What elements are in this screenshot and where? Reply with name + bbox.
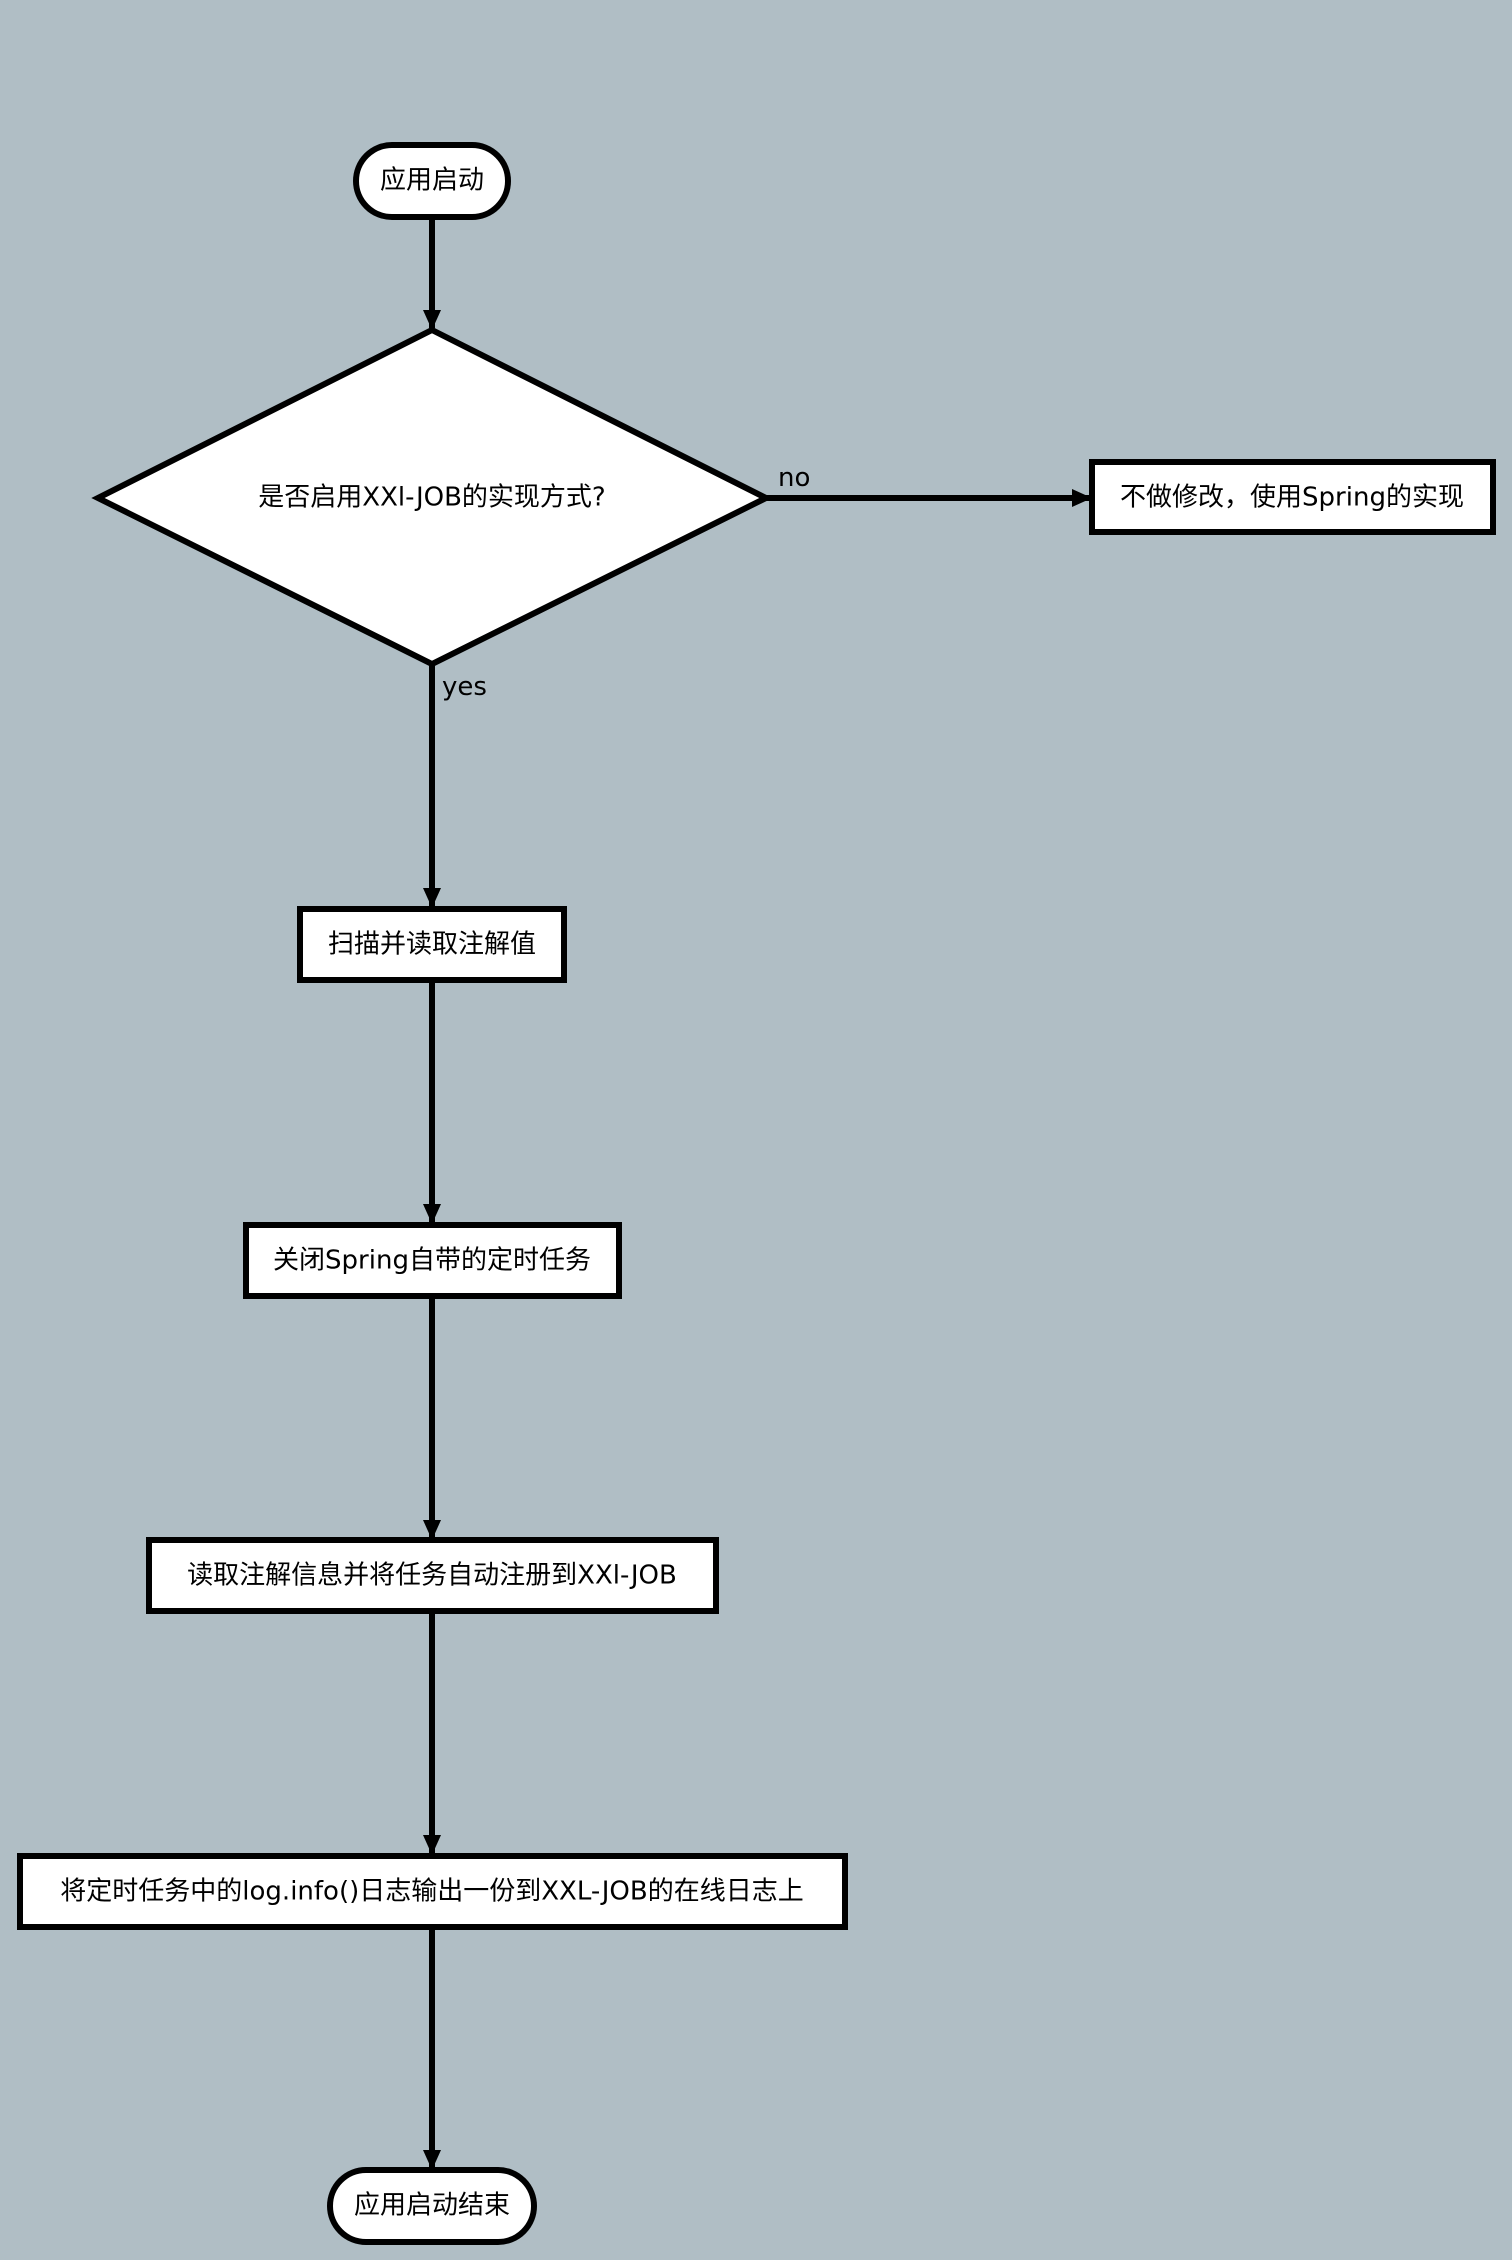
register-node xyxy=(146,1537,719,1614)
no-branch-node-label: 不做修改，使用Spring的实现 xyxy=(1120,483,1464,513)
log-output-node xyxy=(17,1853,848,1930)
start-node-label: 应用启动 xyxy=(380,166,484,196)
start-node xyxy=(353,142,511,220)
close-spring-node xyxy=(243,1222,622,1299)
scan-node-label: 扫描并读取注解值 xyxy=(328,930,536,960)
edge-label-no: no xyxy=(778,463,810,493)
no-branch-node xyxy=(1089,459,1496,535)
scan-node xyxy=(297,906,567,983)
log-output-node-label: 将定时任务中的log.info()日志输出一份到XXL-JOB的在线日志上 xyxy=(60,1877,803,1907)
decision-node xyxy=(91,326,773,668)
close-spring-node-label: 关闭Spring自带的定时任务 xyxy=(273,1246,591,1276)
end-node-label: 应用启动结束 xyxy=(354,2191,510,2221)
edge-label-yes: yes xyxy=(442,672,487,702)
decision-node-label: 是否启用XXl-JOB的实现方式? xyxy=(258,483,605,513)
end-node xyxy=(327,2167,537,2245)
register-node-label: 读取注解信息并将任务自动注册到XXl-JOB xyxy=(187,1561,677,1591)
